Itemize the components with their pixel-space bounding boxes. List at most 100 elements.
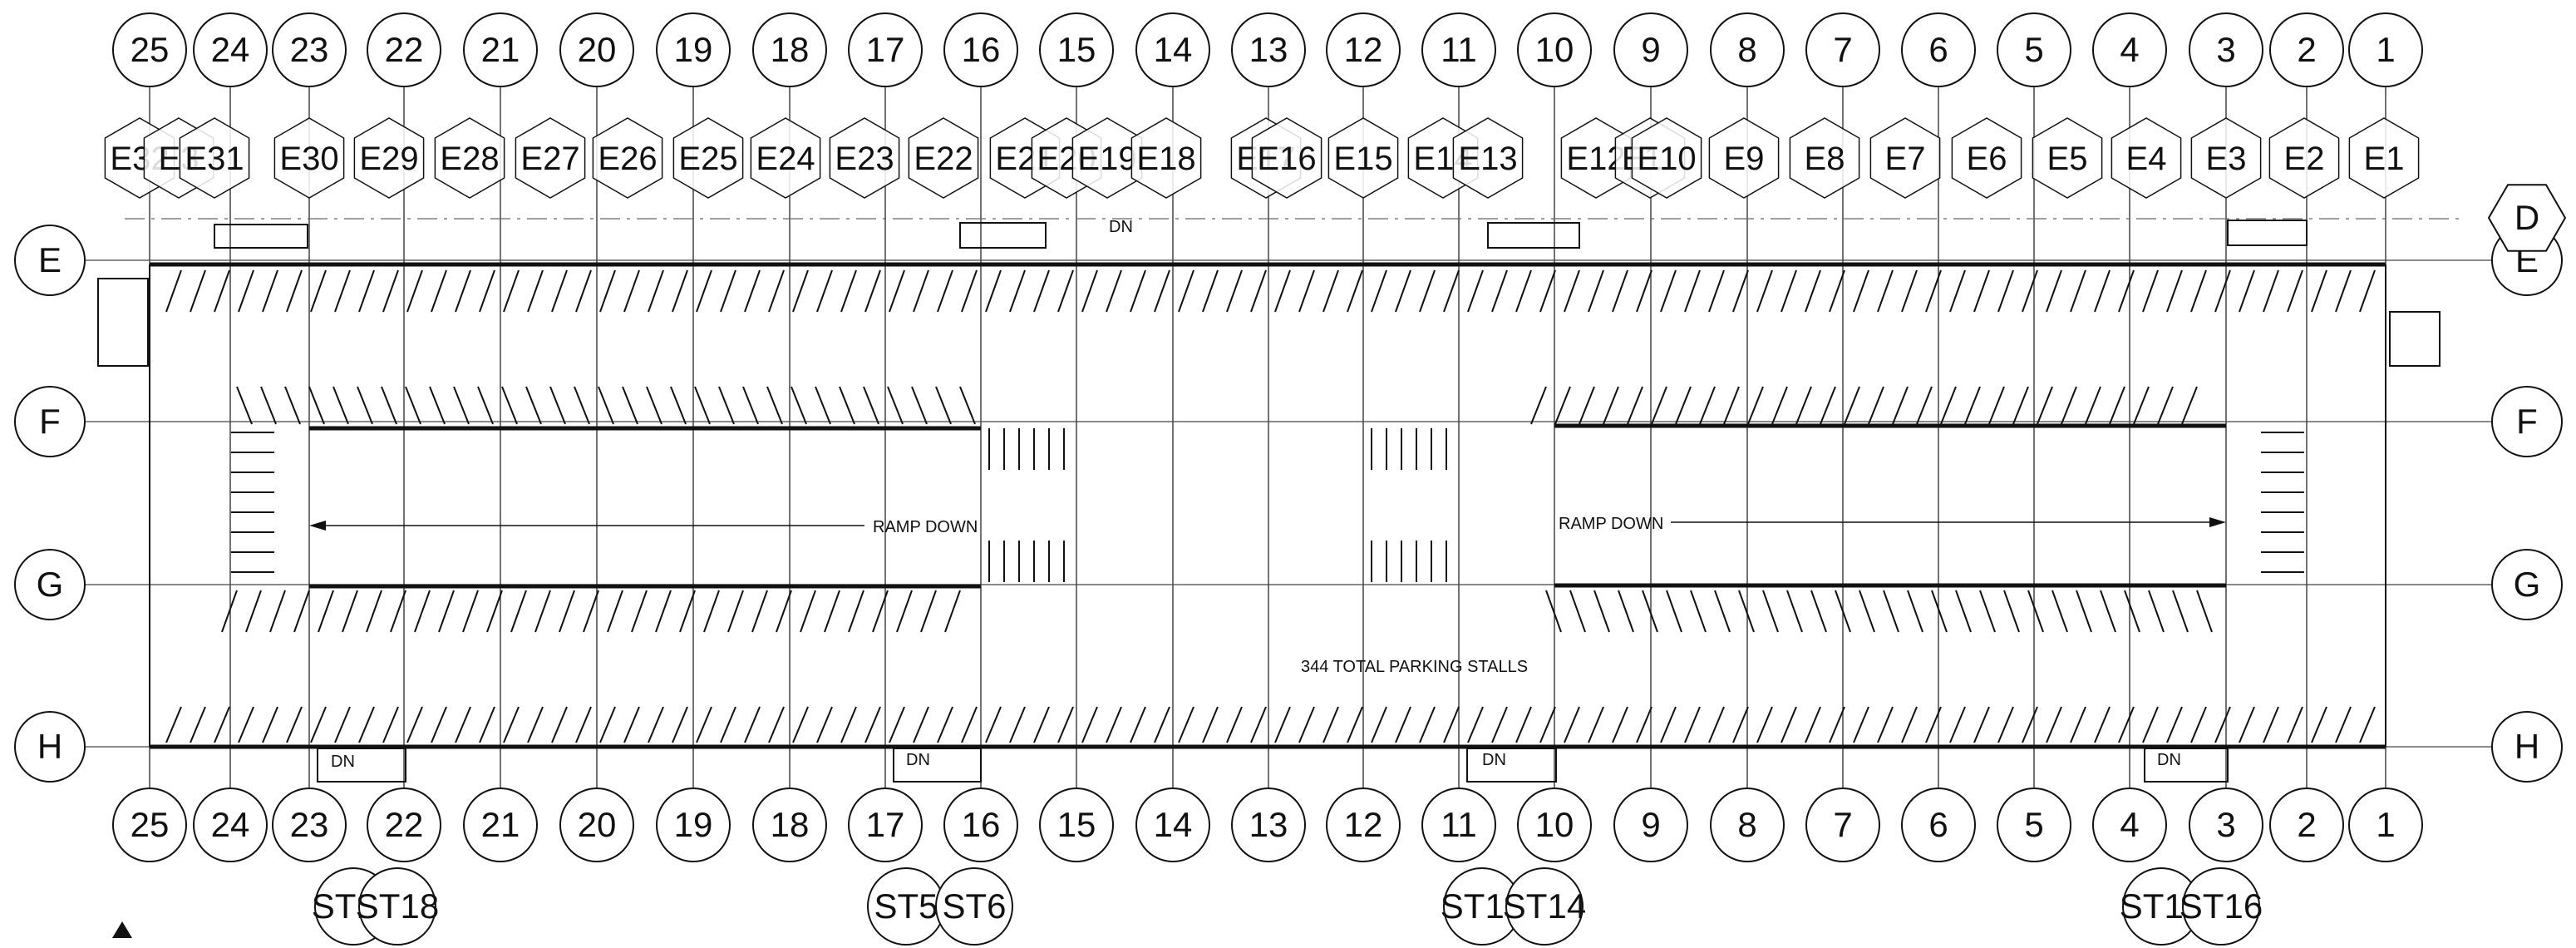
top-bubble-13-label: 13 [1249,30,1288,69]
stall-line [1747,386,1764,425]
stall-line [238,269,254,313]
stall-line [703,590,720,633]
stall-line [1925,706,1942,743]
stall-line [1371,706,1387,743]
bottom-bubble-13-circle [1231,788,1306,862]
hex-tag-label-31: E2 [2284,141,2325,177]
stall-line [2239,706,2255,743]
stall-line [944,590,961,633]
stall-line [1226,269,1243,313]
row-bubble-left-F-circle [14,386,86,457]
stall-line [816,706,833,743]
stall-line [1651,386,1667,425]
stall-line [1395,706,1411,743]
bottom-bubble-25-label: 25 [131,805,170,844]
bottom-bubble-3-circle [2189,788,2263,862]
bottom-bubble-11-label: 11 [1441,805,1477,844]
stall-line [1130,269,1146,313]
stall-line [390,590,406,633]
top-bubble-13-circle [1231,12,1306,87]
stall-line [574,386,590,425]
stall-line [310,269,327,313]
hex-tag-6 [515,117,586,199]
stall-line [1443,269,1460,313]
bottom-bubble-12-label: 12 [1344,805,1383,844]
top-bubble-6-circle [1901,12,1976,87]
stall-line [961,706,978,743]
stall-line [1106,269,1122,313]
row-bubble-right-F-circle [2491,386,2563,457]
stall-line [1033,269,1050,313]
stall-line [2094,706,2111,743]
bottom-bubble-15-label: 15 [1057,805,1096,844]
stall-line [1588,269,1604,313]
stall-line [1901,706,1918,743]
stall-line [2214,706,2231,743]
row-hex-d [2487,184,2567,252]
row-bubble-left-G-label: G [37,565,64,604]
hex-tag-label-4: E29 [359,141,418,177]
stall-line [1467,706,1484,743]
hex-tag-label-14: E19 [1077,141,1136,177]
top-bubble-9-label: 9 [1641,30,1660,69]
bottom-bubble-17-label: 17 [866,805,905,844]
stall-line [1781,269,1797,313]
stall-line [334,706,351,743]
stall-line [262,706,278,743]
stall-line [766,386,783,425]
hex-tag-label-25: E8 [1805,141,1845,177]
stall-line [1627,386,1643,425]
stall-line [985,269,1002,313]
hex-tag-label-11: E22 [914,141,973,177]
stall-line [527,706,544,743]
stall-line [1877,706,1894,743]
top-bubble-16-circle [943,12,1018,87]
stall-line [1154,706,1170,743]
stall-line [1892,386,1909,425]
stall-line [1033,706,1050,743]
top-bubble-12-label: 12 [1344,30,1383,69]
stall-line [357,386,373,425]
hex-tag-9 [750,117,821,199]
hex-tag-8 [672,117,744,199]
stall-line [1564,269,1580,313]
bottom-bubble-6-label: 6 [1928,805,1948,844]
stall-line [1699,386,1716,425]
stall-line [1708,269,1725,313]
stall-line [2046,269,2062,313]
stall-line [1868,386,1884,425]
stall-line [1274,269,1291,313]
hex-tag-30 [2190,117,2262,199]
stall-line [1907,590,1923,633]
stall-line [479,269,495,313]
stall-line [1569,590,1586,633]
stall-line [1949,706,1966,743]
hex-tag-label-32: E1 [2364,141,2405,177]
top-bubble-20-label: 20 [578,30,617,69]
stall-line [1997,706,2014,743]
stall-line [1081,706,1098,743]
bottom-bubble-18-circle [752,788,827,862]
bottom-bubble-22-circle [367,788,441,862]
hex-tag-label-2: E31 [185,141,244,177]
stall-line [2142,706,2159,743]
stair-tag-ST5-label: ST5 [874,886,938,926]
stall-line [503,269,520,313]
stall-line [2148,590,2165,633]
hex-tag-29 [2111,117,2182,199]
stall-line [648,706,664,743]
top-bubble-8-label: 8 [1737,30,1756,69]
stall-line [646,386,662,425]
stall-line [2076,590,2092,633]
stall-line [342,590,358,633]
stall-line [1371,269,1387,313]
stall-line [366,590,382,633]
bottom-bubble-1-circle [2348,788,2423,862]
bottom-bubble-3-label: 3 [2216,805,2235,844]
hex-tag-label-9: E24 [756,141,815,177]
stall-line [382,706,399,743]
stall-line [165,706,182,743]
row-bubble-right-G-label: G [2514,565,2541,604]
stall-line [1539,706,1556,743]
